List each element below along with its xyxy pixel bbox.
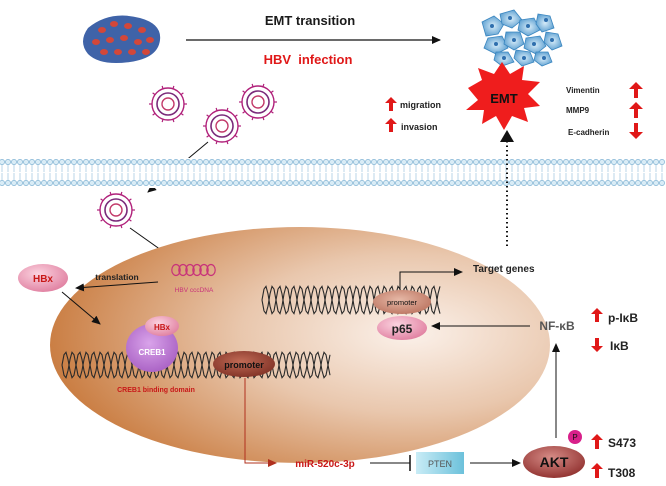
creb1-protein (126, 324, 178, 372)
up-arrow-icon (591, 463, 603, 478)
s473-label: S473 (608, 436, 636, 450)
p65-protein (377, 316, 427, 340)
down-arrow-icon (591, 338, 603, 352)
hbv-virion-icon (203, 107, 241, 145)
hbv-virion-icon (97, 83, 277, 229)
dna-helix-left (61, 351, 331, 379)
target-genes-label: Target genes (473, 264, 535, 275)
emt-transition-label: EMT transition (265, 13, 355, 28)
mesenchymal-cells-icon (481, 9, 563, 67)
promoter-right-label: promoter (387, 298, 418, 307)
hbv-virion-icon (97, 191, 135, 229)
hbv-infection-label: HBV infection (264, 52, 353, 67)
pten-label: PTEN (428, 459, 452, 469)
e-cadherin-label: E-cadherin (568, 128, 609, 137)
target-genes-arrow (399, 268, 463, 290)
emt-label: EMT (490, 91, 518, 106)
translation-arrow (75, 281, 159, 292)
akt-protein (523, 446, 585, 478)
emt-left-indicators: migration invasion (385, 97, 441, 132)
hbv-cccdna-icon (171, 263, 216, 277)
hbv-cccdna-label: HBV cccDNA (175, 287, 214, 294)
hbx-bound-label: HBx (154, 323, 171, 332)
translation-label: translation (95, 272, 138, 282)
promoter-main-label: promoter (224, 360, 264, 370)
promoter-main (213, 351, 275, 377)
t308-label: T308 (608, 466, 636, 480)
up-arrow-icon (385, 118, 397, 132)
cell-membrane (0, 158, 666, 188)
migration-label: migration (400, 100, 441, 110)
p65-label: p65 (392, 322, 413, 336)
up-arrow-icon (629, 82, 643, 98)
down-arrow-icon (629, 123, 643, 139)
emt-starburst: EMT (466, 62, 540, 130)
nucleus (50, 227, 550, 463)
phospho-icon (568, 430, 582, 444)
hbx-to-nucleus-arrow (61, 291, 101, 325)
promoter-right (373, 290, 431, 314)
emt-right-indicators: Vimentin MMP9 E-cadherin (566, 82, 643, 139)
hbv-virion-icon (149, 85, 187, 123)
hbx-protein-bound (145, 316, 179, 336)
epithelial-cells-icon (83, 15, 161, 64)
up-arrow-icon (629, 102, 643, 118)
promoter-to-mir-arrow (244, 378, 277, 467)
up-arrow-icon (591, 434, 603, 449)
mir-520c-3p-label: miR-520c-3p (295, 459, 354, 470)
hbv-virion-icon (239, 83, 277, 121)
p-ikb-label: p-IκB (608, 311, 638, 325)
hbx-left-label: HBx (33, 274, 53, 285)
pten-box (416, 452, 464, 474)
invasion-label: invasion (401, 122, 438, 132)
akt-label: AKT (540, 454, 569, 470)
phospho-label: P (572, 433, 577, 442)
mmp9-label: MMP9 (566, 106, 590, 115)
creb1-binding-domain-label: CREB1 binding domain (117, 387, 195, 394)
hbx-protein-left (18, 264, 68, 292)
up-arrow-icon (385, 97, 397, 111)
up-arrow-icon (591, 308, 603, 322)
creb1-label: CREB1 (138, 348, 166, 357)
vimentin-label: Vimentin (566, 86, 600, 95)
nfkb-label: NF-κB (539, 319, 575, 333)
ikb-label: IκB (610, 339, 629, 353)
